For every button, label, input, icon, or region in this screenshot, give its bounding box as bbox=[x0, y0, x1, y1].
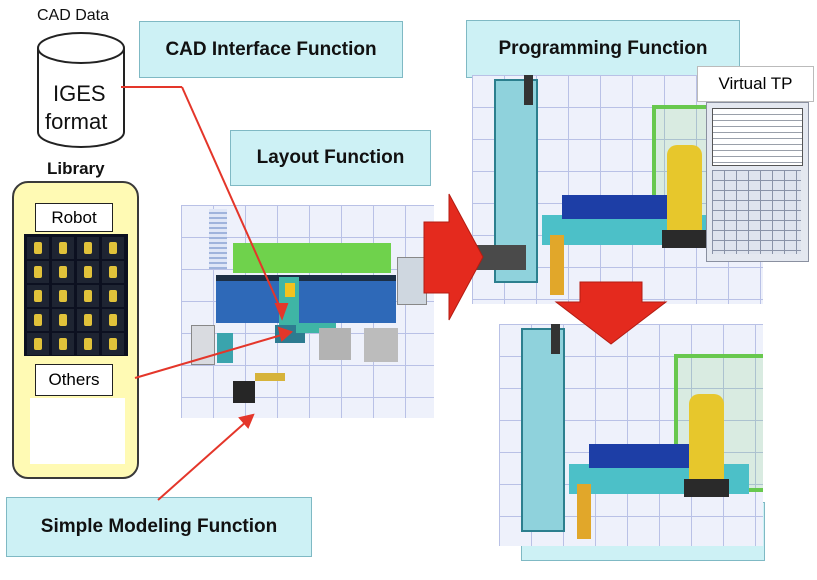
robot-thumbnail[interactable] bbox=[52, 237, 74, 259]
layout-function-label: Layout Function bbox=[230, 130, 431, 186]
prog-tower-mast bbox=[524, 75, 533, 105]
robot-thumbnail[interactable] bbox=[77, 261, 99, 283]
robot-thumbnail[interactable] bbox=[27, 309, 49, 331]
layout-grey-pad-1 bbox=[319, 328, 351, 360]
prog-robot-base bbox=[662, 230, 707, 248]
layout-green-table bbox=[233, 243, 391, 273]
virtual-tp-screen bbox=[712, 108, 803, 166]
robot-thumbnail[interactable] bbox=[52, 333, 74, 355]
sim-tower-mast bbox=[551, 324, 560, 354]
robot-label: Robot bbox=[51, 207, 97, 227]
cad-pointer-line-2 bbox=[181, 86, 283, 313]
others-label-box: Others bbox=[35, 364, 113, 396]
down-arrow-icon bbox=[554, 281, 668, 345]
library-title: Library bbox=[47, 159, 105, 178]
layout-conveyor bbox=[209, 209, 227, 269]
cad-pointer-arrowhead-icon bbox=[274, 303, 289, 321]
robot-label-box: Robot bbox=[35, 203, 113, 232]
robot-thumbnail[interactable] bbox=[102, 285, 124, 307]
robot-thumbnail[interactable] bbox=[27, 261, 49, 283]
robot-thumbnail[interactable] bbox=[27, 333, 49, 355]
others-label: Others bbox=[48, 370, 100, 389]
simple-modeling-function-label: Simple Modeling Function bbox=[6, 497, 312, 557]
layout-teal-station bbox=[296, 323, 336, 333]
cad-data-label: CAD Data bbox=[37, 7, 110, 24]
robot-thumbnail[interactable] bbox=[102, 237, 124, 259]
sim-yellow-robot bbox=[689, 394, 724, 484]
modeling-pointer-arrowhead-icon bbox=[238, 413, 255, 429]
others-pointer-arrowhead-icon bbox=[277, 326, 293, 342]
layout-grey-pad-2 bbox=[364, 328, 398, 362]
robot-thumbnail[interactable] bbox=[77, 237, 99, 259]
layout-yellow-robot bbox=[285, 283, 295, 297]
robot-thumbnail[interactable] bbox=[77, 285, 99, 307]
prog-yellow-robot bbox=[667, 145, 702, 235]
robot-thumbnail[interactable] bbox=[77, 333, 99, 355]
sim-left-robot bbox=[577, 484, 591, 539]
robot-thumbnail[interactable] bbox=[52, 285, 74, 307]
right-arrow-icon bbox=[423, 193, 484, 321]
layout-left-teal-unit bbox=[217, 333, 233, 363]
others-pointer-line bbox=[134, 333, 286, 379]
robot-thumbnail[interactable] bbox=[27, 285, 49, 307]
robot-thumbnail[interactable] bbox=[102, 333, 124, 355]
prog-blue-parts bbox=[562, 195, 672, 219]
layout-small-arm bbox=[255, 373, 285, 381]
sim-blue-parts bbox=[589, 444, 689, 468]
cad-format-line1: IGES bbox=[53, 81, 106, 106]
cad-interface-function-label: CAD Interface Function bbox=[139, 21, 403, 78]
sim-tower bbox=[521, 328, 565, 532]
layout-left-machine bbox=[191, 325, 215, 365]
robot-thumbnail[interactable] bbox=[77, 309, 99, 331]
robot-thumbnail[interactable] bbox=[102, 309, 124, 331]
simulation-view[interactable] bbox=[499, 324, 763, 546]
virtual-tp-label-box: Virtual TP bbox=[697, 66, 814, 102]
prog-grey-table bbox=[476, 245, 526, 270]
sim-robot-base bbox=[684, 479, 729, 497]
virtual-tp-label: Virtual TP bbox=[718, 74, 793, 93]
layout-blue-line bbox=[216, 275, 396, 323]
robot-thumbnail[interactable] bbox=[52, 261, 74, 283]
virtual-tp-keypad[interactable] bbox=[712, 170, 801, 254]
cad-database-cylinder-icon bbox=[37, 32, 125, 148]
layout-black-block bbox=[233, 381, 255, 403]
others-thumbnail-grid[interactable] bbox=[30, 398, 125, 464]
modeling-pointer-line bbox=[157, 419, 249, 501]
cad-format-line2: format bbox=[45, 109, 108, 134]
layout-view[interactable] bbox=[181, 205, 434, 418]
robot-thumbnail[interactable] bbox=[102, 261, 124, 283]
robot-thumbnail[interactable] bbox=[52, 309, 74, 331]
robot-thumbnail[interactable] bbox=[27, 237, 49, 259]
prog-left-robot bbox=[550, 235, 564, 295]
